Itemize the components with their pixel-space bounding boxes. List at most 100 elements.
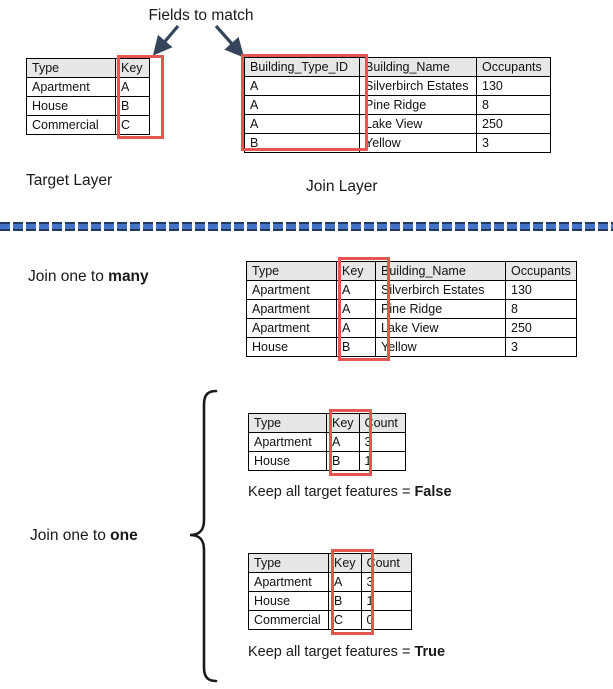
keep-true-caption: Keep all target features = True: [248, 644, 445, 660]
section-divider: [0, 222, 613, 231]
table-cell: Apartment: [246, 299, 337, 319]
column-header: Building_Name: [375, 261, 506, 281]
join-one-to-one-label: Join one to one: [30, 527, 138, 545]
column-header: Key: [328, 553, 362, 573]
table-cell: 3: [360, 572, 412, 592]
table-cell: Yellow: [359, 133, 477, 153]
fields-to-match-arrows: [152, 24, 245, 58]
keep-true-caption-bold: True: [414, 644, 446, 660]
arrow-to-join-key-icon: [214, 24, 245, 58]
join-one-to-one-label-bold: one: [110, 527, 138, 544]
table-cell: Apartment: [246, 318, 337, 338]
table-cell: 130: [505, 280, 577, 300]
table-cell: A: [328, 572, 362, 592]
table-cell: A: [244, 95, 360, 115]
table-cell: B: [115, 96, 150, 116]
column-header: Key: [336, 261, 376, 281]
column-header: Type: [26, 58, 116, 78]
table-cell: House: [246, 337, 337, 357]
arrow-to-target-key-icon: [152, 24, 180, 56]
table-cell: A: [336, 299, 376, 319]
table-cell: 3: [358, 432, 406, 452]
table-cell: C: [115, 115, 150, 135]
table-cell: Pine Ridge: [359, 95, 477, 115]
table-cell: 250: [505, 318, 577, 338]
table-cell: Apartment: [248, 432, 327, 452]
table-cell: 3: [505, 337, 577, 357]
table-cell: A: [336, 318, 376, 338]
join-layer-label: Join Layer: [306, 178, 378, 195]
column-header: Occupants: [505, 261, 577, 281]
table-cell: 130: [476, 76, 551, 96]
table-cell: 8: [476, 95, 551, 115]
table-cell: House: [26, 96, 116, 116]
column-header: Count: [358, 413, 406, 433]
table-cell: Silverbirch Estates: [375, 280, 506, 300]
table-cell: Pine Ridge: [375, 299, 506, 319]
table-cell: 1: [358, 451, 406, 471]
join-one-to-many-label-bold: many: [108, 268, 149, 285]
one-to-one-brace-icon: [189, 389, 218, 683]
table-cell: A: [115, 77, 150, 97]
keep-false-caption: Keep all target features = False: [248, 484, 452, 500]
table-cell: B: [244, 133, 360, 153]
table-cell: 8: [505, 299, 577, 319]
table-cell: Apartment: [248, 572, 329, 592]
table-cell: Commercial: [248, 610, 329, 630]
column-header: Building_Name: [359, 57, 477, 77]
fields-to-match-title: Fields to match: [148, 7, 254, 24]
table-cell: C: [328, 610, 362, 630]
table-cell: A: [244, 114, 360, 134]
table-cell: 3: [476, 133, 551, 153]
column-header: Type: [246, 261, 337, 281]
column-header: Building_Type_ID: [244, 57, 360, 77]
join-one-to-one-label-prefix: Join one to: [30, 527, 111, 544]
table-cell: A: [244, 76, 360, 96]
column-header: Type: [248, 413, 327, 433]
table-cell: Commercial: [26, 115, 116, 135]
table-cell: B: [326, 451, 360, 471]
table-cell: A: [326, 432, 360, 452]
target-layer-label: Target Layer: [26, 172, 113, 189]
table-cell: 0: [360, 610, 412, 630]
keep-true-caption-prefix: Keep all target features =: [248, 644, 415, 660]
table-cell: Lake View: [375, 318, 506, 338]
table-cell: Silverbirch Estates: [359, 76, 477, 96]
table-cell: 250: [476, 114, 551, 134]
table-cell: Lake View: [359, 114, 477, 134]
keep-false-caption-bold: False: [414, 484, 452, 500]
column-header: Key: [326, 413, 360, 433]
table-cell: 1: [360, 591, 412, 611]
table-cell: Apartment: [26, 77, 116, 97]
join-one-to-many-label-prefix: Join one to: [28, 268, 109, 285]
table-cell: B: [328, 591, 362, 611]
join-one-to-many-label: Join one to many: [28, 268, 149, 286]
table-cell: A: [336, 280, 376, 300]
table-cell: Yellow: [375, 337, 506, 357]
column-header: Count: [360, 553, 412, 573]
table-cell: Apartment: [246, 280, 337, 300]
